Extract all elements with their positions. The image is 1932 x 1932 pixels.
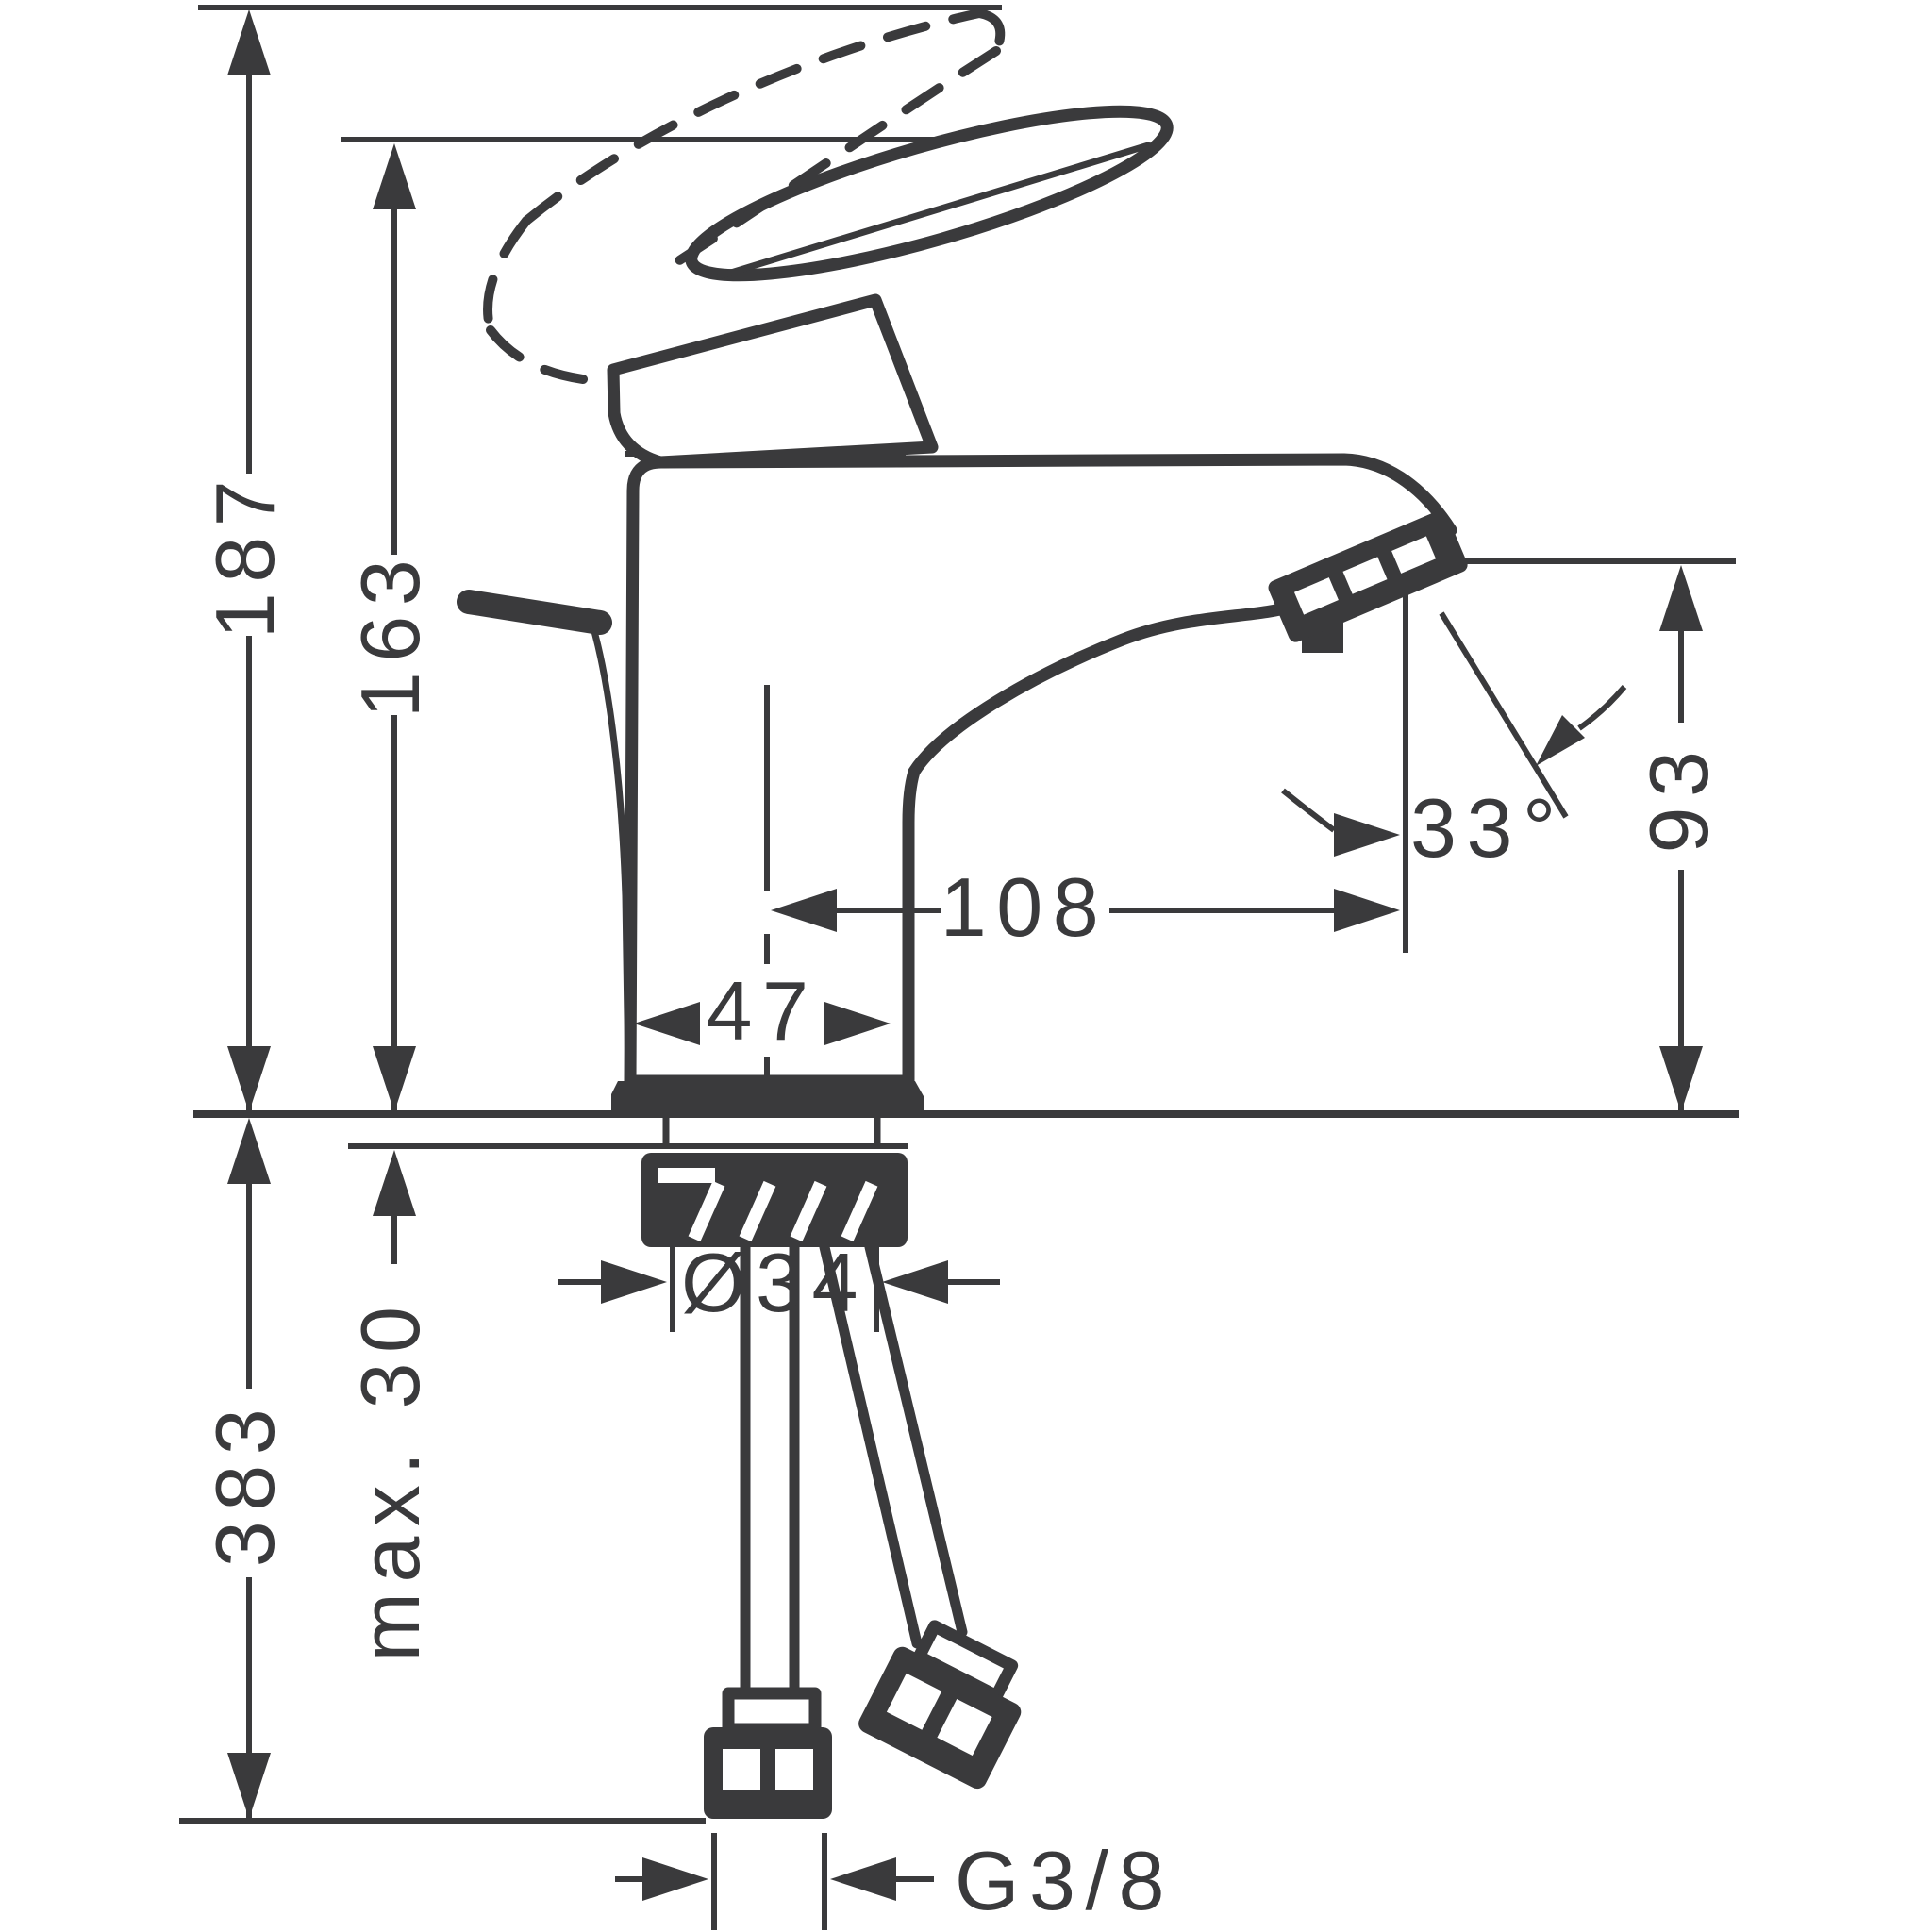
arrowhead-right	[1334, 889, 1400, 932]
dim-label-47: 47	[706, 964, 818, 1058]
dimension-93: 93	[1632, 565, 1725, 1112]
hose-connector-neck	[722, 1687, 822, 1736]
arrowhead-up	[1659, 565, 1703, 631]
dimension-187: 187	[198, 9, 291, 1112]
dim-label-max30: max. 30	[343, 1297, 437, 1662]
dim-label-108: 108	[941, 860, 1109, 954]
pop-up-rod	[457, 590, 632, 1085]
dim-label-dia34: Ø34	[681, 1236, 868, 1329]
arrowhead-up	[227, 1118, 271, 1184]
mounting-shank	[641, 1153, 908, 1247]
arrowhead-right	[1334, 813, 1400, 857]
dim-label-163: 163	[343, 550, 437, 719]
aerator-slot	[1391, 536, 1437, 574]
dim-label-33deg: 33°	[1410, 781, 1566, 874]
arrowhead-down	[373, 1046, 416, 1112]
arrowhead-down	[227, 1046, 271, 1112]
aerator-slot	[1293, 577, 1339, 615]
dimension-47: 47	[634, 964, 891, 1058]
arrowhead-up	[227, 9, 271, 75]
arrowhead-left	[830, 1857, 896, 1901]
pop-up-rod-knob	[457, 590, 612, 635]
arrowhead-left	[882, 1260, 948, 1304]
angle-reference-line	[1439, 611, 1569, 819]
arrowhead-angle	[1536, 715, 1585, 766]
dim-label-383: 383	[198, 1399, 291, 1568]
angle-leader	[1577, 685, 1627, 731]
handle-lever	[685, 105, 1174, 282]
arrowhead-left	[634, 1002, 700, 1045]
dimension-108: 108	[771, 860, 1400, 954]
supply-hose-straight	[704, 1241, 832, 1819]
dimension-dia34: Ø34	[558, 1194, 1000, 1332]
spout-aerator	[1268, 510, 1468, 642]
aerator-slot	[1342, 557, 1388, 594]
arrowhead-up	[373, 1150, 416, 1216]
dimension-163: 163	[343, 143, 437, 1112]
arrowhead-right	[601, 1260, 667, 1304]
arrowhead-left	[771, 889, 837, 932]
dimension-g38: G3/8	[615, 1833, 1174, 1930]
angle-leader	[1281, 788, 1336, 833]
dim-label-93: 93	[1632, 741, 1725, 853]
dimension-33deg: 33°	[1281, 611, 1627, 874]
dim-label-g38: G3/8	[955, 1834, 1174, 1927]
arrowhead-up	[373, 143, 416, 209]
arrowhead-down	[227, 1753, 271, 1819]
dimension-max30: max. 30	[343, 1150, 437, 1661]
arrowhead-right	[642, 1857, 708, 1901]
dim-label-187: 187	[198, 471, 291, 640]
handle-lever-raised-dashed	[483, 8, 1006, 386]
dimension-383: 383	[198, 1118, 291, 1819]
handle-base	[607, 293, 939, 469]
arrowhead-right	[824, 1002, 891, 1045]
arrowhead-down	[1659, 1046, 1703, 1112]
supply-hose-angled	[819, 1241, 1022, 1790]
hose-connector-angled	[858, 1620, 1022, 1790]
